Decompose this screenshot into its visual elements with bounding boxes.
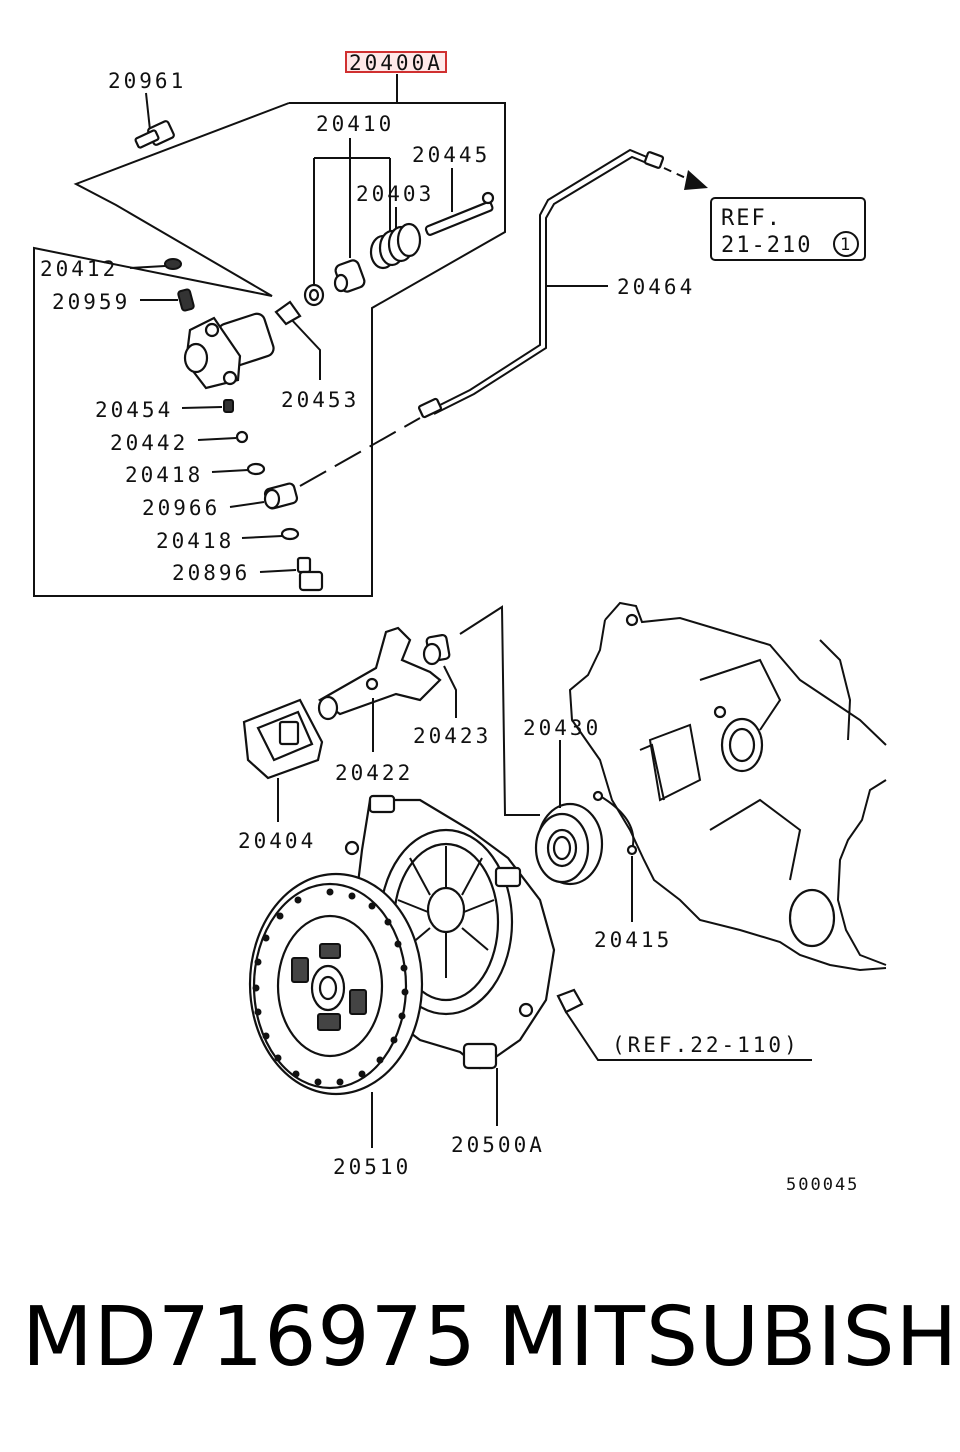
label-20423: 20423	[413, 724, 491, 748]
label-20430: 20430	[523, 716, 601, 740]
label-20510: 20510	[333, 1155, 411, 1179]
ref-box-circle-number: 1	[840, 235, 852, 255]
fork-group-outline	[459, 605, 540, 816]
release-cylinder	[183, 312, 275, 390]
label-20422: 20422	[335, 761, 413, 785]
transmission-housing	[568, 601, 887, 972]
label-20442: 20442	[110, 431, 188, 455]
label-20966: 20966	[142, 496, 220, 520]
ref-box-line2: 21-210	[721, 233, 812, 258]
bolt-20961	[134, 120, 175, 149]
assembly-label-highlight	[345, 51, 447, 73]
assembly-label[interactable]: 20400A	[349, 51, 443, 75]
clip-20412	[164, 258, 182, 270]
leader-20418-upper	[211, 469, 249, 473]
leader-20961	[145, 92, 151, 131]
brand-name: MITSUBISHI	[498, 1290, 960, 1385]
union-20966	[263, 482, 299, 510]
label-20415: 20415	[594, 928, 672, 952]
label-20412: 20412	[40, 257, 118, 281]
label-20418-upper: 20418	[125, 463, 203, 487]
part-number: MD716975	[22, 1290, 477, 1385]
leader-20410	[313, 138, 391, 285]
label-20959: 20959	[52, 290, 130, 314]
figure-code: 500045	[786, 1175, 859, 1195]
label-20464: 20464	[617, 275, 695, 299]
leader-20442	[197, 437, 237, 441]
pivot-stud-20423	[422, 633, 451, 666]
leader-20453	[289, 317, 321, 380]
bleeder-20454	[223, 399, 234, 413]
piston-20410	[333, 259, 366, 293]
dust-boot-20403	[369, 222, 422, 270]
boot-20404	[242, 698, 324, 780]
cap-20442	[235, 430, 249, 444]
union-bolt-20896	[296, 556, 324, 592]
label-20961: 20961	[108, 69, 186, 93]
washer-20418-lower	[280, 527, 300, 541]
leader-20966	[229, 501, 265, 508]
exploded-parts-diagram: 20400A 20961 20410 20445 20403 20412 209…	[33, 51, 887, 1195]
release-bearing-20430	[534, 802, 604, 886]
ref-arrow-icon	[684, 170, 708, 190]
dashed-connection-hose	[299, 417, 421, 487]
assembly-group-outline	[33, 102, 506, 597]
seal-ring-20410	[303, 283, 325, 307]
label-20410: 20410	[316, 112, 394, 136]
label-20404: 20404	[238, 829, 316, 853]
label-20445: 20445	[412, 143, 490, 167]
label-20896: 20896	[172, 561, 250, 585]
ref-note[interactable]: (REF.22-110)	[612, 1033, 800, 1057]
ref-box-line1: REF.	[721, 206, 782, 231]
push-rod-20445	[424, 191, 495, 236]
washer-20418-upper	[246, 462, 266, 476]
ref-arrow-line	[663, 167, 691, 181]
bolt-20959	[177, 288, 195, 312]
label-20418-lower: 20418	[156, 529, 234, 553]
leader-20418-lower	[241, 535, 283, 539]
label-20500A: 20500A	[451, 1133, 545, 1157]
clip-20415	[599, 795, 635, 851]
leader-20896	[259, 569, 297, 573]
ref-22-110-pin	[556, 988, 584, 1014]
spring-20453	[274, 300, 302, 326]
leader-20454	[181, 406, 223, 409]
leader-20423	[443, 665, 457, 718]
clutch-pipe-20464	[417, 148, 665, 419]
release-fork-20422	[317, 626, 442, 721]
label-20453: 20453	[281, 388, 359, 412]
ref-box[interactable]: REF. 21-210 1	[710, 197, 866, 261]
label-20454: 20454	[95, 398, 173, 422]
footer: MD716975 MITSUBISHI	[0, 1290, 960, 1400]
clutch-disc-20510	[248, 872, 424, 1096]
leader-20412	[129, 265, 166, 269]
label-20403: 20403	[356, 182, 434, 206]
leader-ref-22-110	[565, 1011, 812, 1061]
